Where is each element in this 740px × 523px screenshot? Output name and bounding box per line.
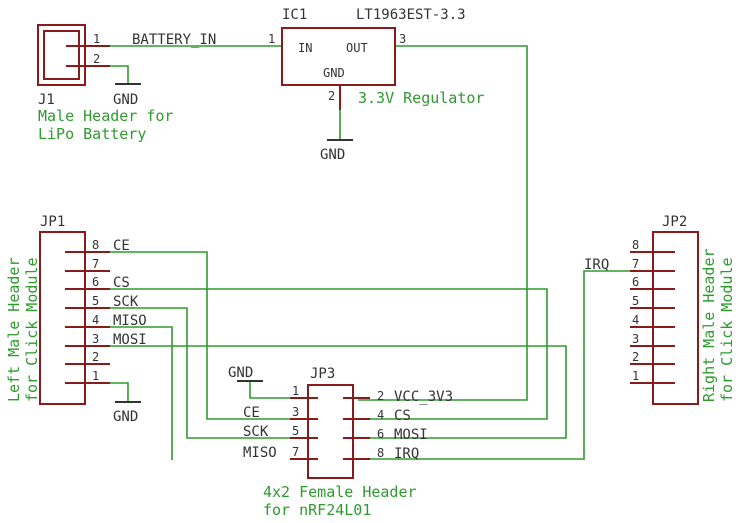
jp2-desc-line1: Right Male Header [700,248,718,402]
jp1-gnd-label: GND [113,409,138,425]
ic1-pin-in: 1 [268,32,275,46]
wire-jp3-gnd [249,381,290,399]
ic1-pin-out: 3 [399,32,406,46]
jp2-pin2-num: 2 [632,350,639,364]
j1-name: J1 [38,92,55,108]
jp3-pin3-num: 3 [292,405,299,419]
jp3-pins [290,397,370,460]
jp3-body [307,384,354,479]
ic1-out-label: OUT [346,41,368,55]
jp2-pin6-num: 6 [632,275,639,289]
j1-desc-line2: LiPo Battery [38,125,146,143]
ic1-gnd-label: GND [323,66,345,80]
jp2-pin5-num: 5 [632,294,639,308]
jp3-pin2-num: 2 [377,389,384,403]
jp2-header: JP2 8 7 6 5 4 3 2 1 IRQ Right Male Heade… [584,214,736,405]
ic1-desc: 3.3V Regulator [358,89,484,107]
jp2-pin8-num: 8 [632,238,639,252]
wire-mosi [85,345,567,439]
ic1-gnd-net: GND [320,147,345,163]
jp1-pin4-label: MISO [113,313,147,329]
wire-irq [358,270,630,460]
jp1-pin7-num: 7 [92,257,99,271]
jp3-pin2-label: VCC_3V3 [394,389,453,405]
ic1-regulator: IC1 LT1963EST-3.3 IN OUT GND 1 3 2 GND 3… [268,7,484,163]
j1-pin1: 1 [93,32,100,46]
jp2-irq-label: IRQ [584,257,609,273]
jp3-pin8-num: 8 [377,446,384,460]
jp1-pin3-label: MOSI [113,332,147,348]
jp1-header: JP1 8 CE 7 6 CS 5 SCK 4 MISO 3 [5,214,147,425]
jp3-pin7-num: 7 [292,445,299,459]
jp3-gnd-label: GND [228,365,253,381]
jp1-pin3-num: 3 [92,332,99,346]
wire-sck [85,307,290,439]
jp3-pin8-label: IRQ [394,446,419,462]
j1-header: 1 2 J1 Male Header for LiPo Battery BATT… [37,24,216,143]
jp3-header: JP3 1 GND 3 CE 5 SCK 7 MISO 2 VCC_3V3 4 … [228,365,453,519]
jp3-pin5-num: 5 [292,424,299,438]
ic1-in-label: IN [298,41,312,55]
jp1-pin6-label: CS [113,275,130,291]
wire-miso [85,326,173,460]
jp3-pin4-label: CS [394,408,411,424]
jp2-pin7-num: 7 [632,257,639,271]
net-label-battery-in: BATTERY_IN [132,32,216,48]
jp3-pin6-label: MOSI [394,427,428,443]
j1-desc-line1: Male Header for [38,107,173,125]
j1-body [37,24,86,86]
jp2-pin3-num: 3 [632,332,639,346]
jp1-body [39,231,86,405]
jp2-desc-line2: for Click Module [718,258,736,403]
jp1-pin5-label: SCK [113,294,139,310]
jp2-name: JP2 [662,214,687,230]
ic1-value: LT1963EST-3.3 [356,7,466,23]
ic1-name: IC1 [282,7,307,23]
jp3-pin6-num: 6 [377,427,384,441]
wire-vcc-3v3 [358,45,528,401]
jp2-pin1-num: 1 [632,369,639,383]
jp1-pins [65,251,110,384]
jp1-pin5-num: 5 [92,294,99,308]
jp1-pin2-num: 2 [92,350,99,364]
jp1-pin6-num: 6 [92,275,99,289]
jp1-pin8-num: 8 [92,238,99,252]
jp3-pin1-num: 1 [292,384,299,398]
jp1-name: JP1 [40,214,65,230]
jp3-pin3-label: CE [243,405,260,421]
jp1-pin1-num: 1 [92,369,99,383]
jp3-pin5-label: SCK [243,424,269,440]
jp1-desc-line2: for Click Module [23,258,41,403]
jp1-pin8-label: CE [113,238,130,254]
jp3-pin4-num: 4 [377,408,384,422]
jp2-pin4-num: 4 [632,313,639,327]
j1-pin2: 2 [93,52,100,66]
jp3-desc-line2: for nRF24L01 [263,501,371,519]
jp1-pin4-num: 4 [92,313,99,327]
jp2-body [652,231,699,405]
jp3-desc-line1: 4x2 Female Header [263,483,417,501]
jp3-pin7-label: MISO [243,445,277,461]
j1-gnd-label: GND [113,92,138,108]
wire-ce [85,251,290,420]
jp3-name: JP3 [310,366,335,382]
wire-jp1-gnd [85,382,129,402]
wire-cs [85,288,548,420]
jp1-desc-line1: Left Male Header [5,258,23,403]
jp2-pins [630,251,675,384]
wires [85,45,630,460]
ic1-pin-gnd: 2 [328,89,335,103]
ic1-body [281,27,396,86]
